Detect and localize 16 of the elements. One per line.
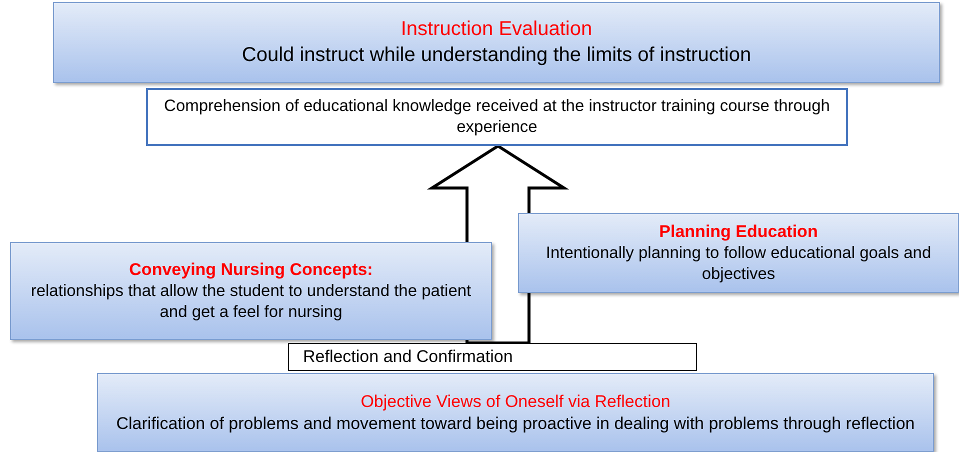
box-heading: Planning Education — [659, 221, 818, 243]
comprehension-box — [146, 88, 848, 146]
box-text: Intentionally planning to follow educational goals and objectives — [544, 242, 932, 285]
box-heading: Objective Views of Oneself via Reflection — [360, 390, 670, 412]
objective-views-box — [97, 373, 934, 452]
box-text: Clarification of problems and movement toward being proactive in dealing with problems through reflection — [116, 412, 915, 434]
concept-box — [10, 242, 492, 340]
box-heading: Conveying Nursing Concepts: — [129, 259, 373, 281]
box-text: Could instruct while understanding the limits of instruction — [242, 42, 752, 68]
box-heading: Instruction Evaluation — [400, 16, 592, 42]
box-text: Reflection and Confirmation — [303, 346, 513, 368]
planning-box — [518, 213, 959, 293]
box-text: Comprehension of educational knowledge received at the instructor training course through experience — [163, 96, 831, 138]
evaluation-box — [53, 2, 940, 83]
reflection-box — [288, 343, 697, 371]
box-text: relationships that allow the student to understand the patient and get a feel for nursing — [30, 280, 472, 323]
